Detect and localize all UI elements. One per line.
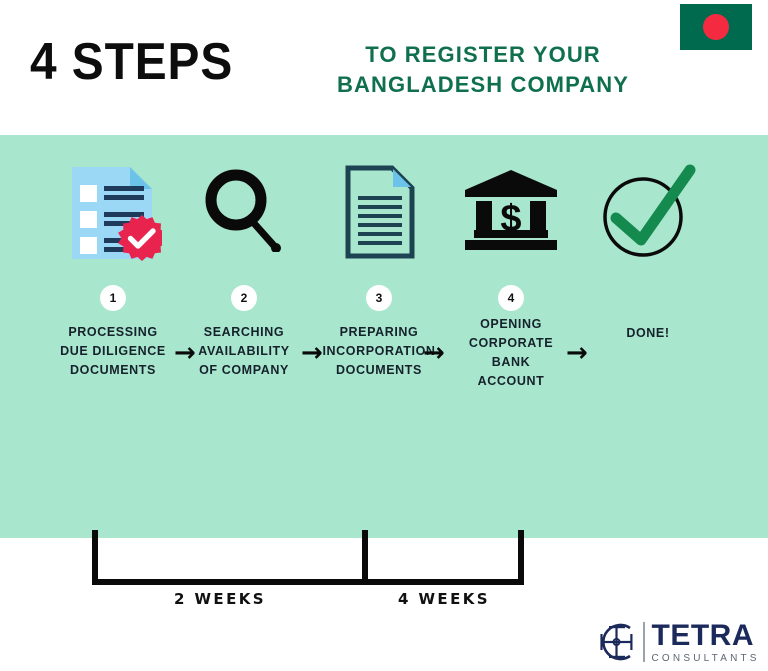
step-2-caption-line-3: OF COMPANY <box>199 363 289 377</box>
svg-text:$: $ <box>500 198 521 240</box>
step-3-caption-line-2: INCORPORATION <box>322 344 436 358</box>
step-2-number: 2 <box>231 285 257 311</box>
timeline-bracket <box>92 530 524 585</box>
arrow-right-icon-2: → <box>301 338 323 368</box>
step-4-caption-line-2: CORPORATE <box>468 336 554 350</box>
step-3-caption-line-1: PREPARING <box>339 325 419 339</box>
step-item-4: $ 4 OPENING CORPORATE BANK ACCOUNT <box>446 150 576 391</box>
step-3-number: 3 <box>366 285 392 311</box>
logo-divider <box>643 622 645 662</box>
magnifying-glass-icon <box>205 169 281 252</box>
timeline-label-2: 4 WEEKS <box>398 590 490 608</box>
document-lines-icon <box>345 165 415 259</box>
bangladesh-flag-icon <box>680 4 752 50</box>
step-4-caption-line-4: ACCOUNT <box>477 374 545 388</box>
flag-red-disc <box>703 14 729 40</box>
step-1-caption-line-2: DUE DILIGENCE <box>60 344 166 358</box>
checklist-document-icon <box>72 167 162 261</box>
arrow-right-icon-1: → <box>174 338 196 368</box>
check-circle-icon <box>603 164 696 257</box>
step-4-number: 4 <box>498 285 524 311</box>
step-3-caption: PREPARING INCORPORATION DOCUMENTS <box>314 323 444 380</box>
step-item-2: 2 SEARCHING AVAILABILITY OF COMPANY <box>179 150 309 380</box>
step-3-caption-line-3: DOCUMENTS <box>336 363 422 377</box>
step-1-caption-line-3: DOCUMENTS <box>70 363 156 377</box>
step-item-done: DONE! <box>583 150 713 343</box>
step-3-icon-area <box>314 150 444 260</box>
header-section: 4 STEPS TO REGISTER YOUR BANGLADESH COMP… <box>0 0 768 135</box>
logo-brand-name: TETRA <box>651 618 754 652</box>
done-number-placeholder <box>635 285 661 311</box>
brand-logo: TETRA CONSULTANTS <box>590 613 762 671</box>
steps-section: 1 PROCESSING DUE DILIGENCE DOCUMENTS → 2… <box>0 135 768 671</box>
bank-building-icon: $ <box>465 170 557 250</box>
step-1-icon-area <box>48 150 178 261</box>
step-2-caption-line-1: SEARCHING <box>203 325 285 339</box>
timeline-tick-middle <box>362 530 368 585</box>
tetra-c-cross-emblem-icon <box>600 623 633 661</box>
subtitle-line-1: TO REGISTER YOUR <box>365 42 601 67</box>
step-1-caption: PROCESSING DUE DILIGENCE DOCUMENTS <box>48 323 178 380</box>
arrow-right-icon-4: → <box>566 338 588 368</box>
step-2-caption: SEARCHING AVAILABILITY OF COMPANY <box>179 323 309 380</box>
timeline-label-1: 2 WEEKS <box>174 590 266 608</box>
step-1-number: 1 <box>100 285 126 311</box>
page-title: 4 STEPS <box>30 33 234 91</box>
page-subtitle: TO REGISTER YOUR BANGLADESH COMPANY <box>318 40 648 100</box>
step-1-caption-line-1: PROCESSING <box>68 325 158 339</box>
logo-tagline: CONSULTANTS <box>651 652 760 664</box>
done-icon-area <box>583 150 713 260</box>
timeline-tick-end <box>518 530 524 585</box>
step-4-icon-area: $ <box>446 150 576 260</box>
step-2-caption-line-2: AVAILABILITY <box>198 344 290 358</box>
step-item-3: 3 PREPARING INCORPORATION DOCUMENTS <box>314 150 444 380</box>
timeline-baseline <box>92 579 524 585</box>
step-4-caption: OPENING CORPORATE BANK ACCOUNT <box>446 315 576 391</box>
arrow-right-icon-3: → <box>423 338 445 368</box>
step-4-caption-line-3: BANK <box>491 355 531 369</box>
step-2-icon-area <box>179 150 309 260</box>
subtitle-line-2: BANGLADESH COMPANY <box>337 72 629 97</box>
timeline-tick-start <box>92 530 98 585</box>
done-caption-line-1: DONE! <box>626 326 670 340</box>
verified-badge-icon <box>118 215 162 261</box>
logo-wordmark: TETRA CONSULTANTS <box>651 618 760 664</box>
step-4-caption-line-1: OPENING <box>480 317 542 331</box>
step-item-1: 1 PROCESSING DUE DILIGENCE DOCUMENTS <box>48 150 178 380</box>
done-caption: DONE! <box>583 324 713 343</box>
